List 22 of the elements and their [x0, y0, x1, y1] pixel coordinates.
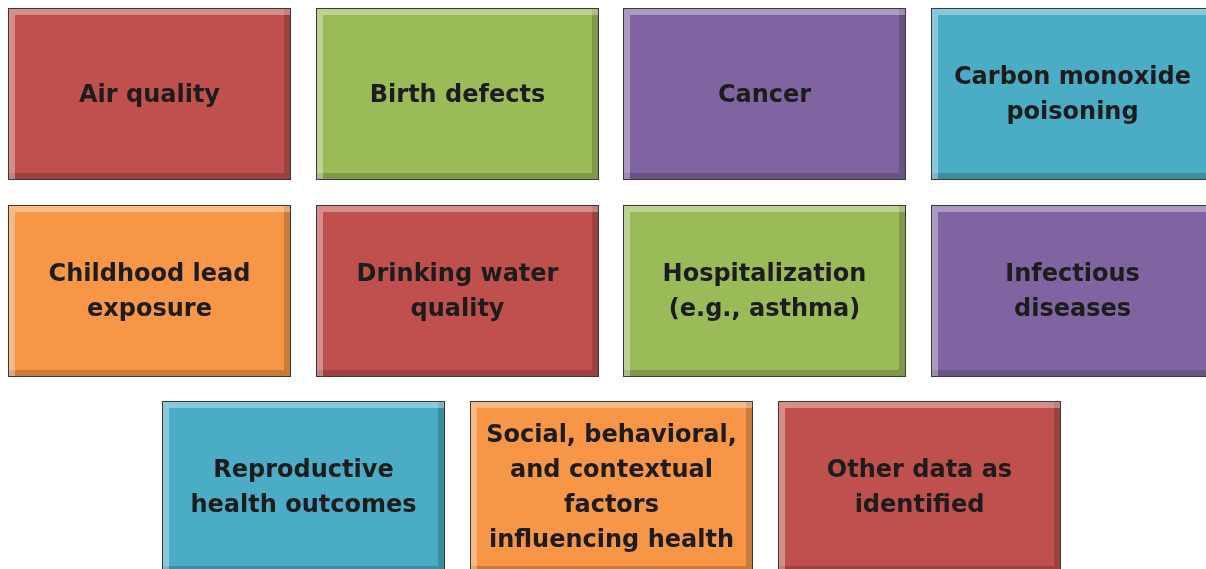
topic-label: Drinking water quality	[355, 258, 560, 324]
topic-label: Carbon monoxide poisoning	[953, 61, 1192, 127]
topic-box	[931, 205, 1206, 377]
topic-label: Other data as identified	[825, 454, 1014, 520]
topic-label: Hospitalization (e.g., asthma)	[661, 258, 868, 324]
topic-box	[162, 401, 445, 569]
topic-label: Cancer	[717, 78, 812, 110]
topic-label: Infectious diseases	[1004, 258, 1141, 324]
topic-label: Birth defects	[369, 78, 546, 110]
topic-label: Reproductive health outcomes	[189, 454, 418, 520]
topic-box	[931, 8, 1206, 180]
topic-label: Air quality	[79, 78, 220, 110]
topic-box	[8, 8, 291, 180]
topic-box	[316, 8, 599, 180]
topic-box	[778, 401, 1061, 569]
topic-box	[623, 205, 906, 377]
topic-box	[316, 205, 599, 377]
topic-box	[8, 205, 291, 377]
topic-label: Social, behavioral, and contextual factors influencing health	[485, 419, 738, 555]
topic-box	[623, 8, 906, 180]
topic-label: Childhood lead exposure	[47, 258, 252, 324]
topic-box	[470, 401, 753, 569]
